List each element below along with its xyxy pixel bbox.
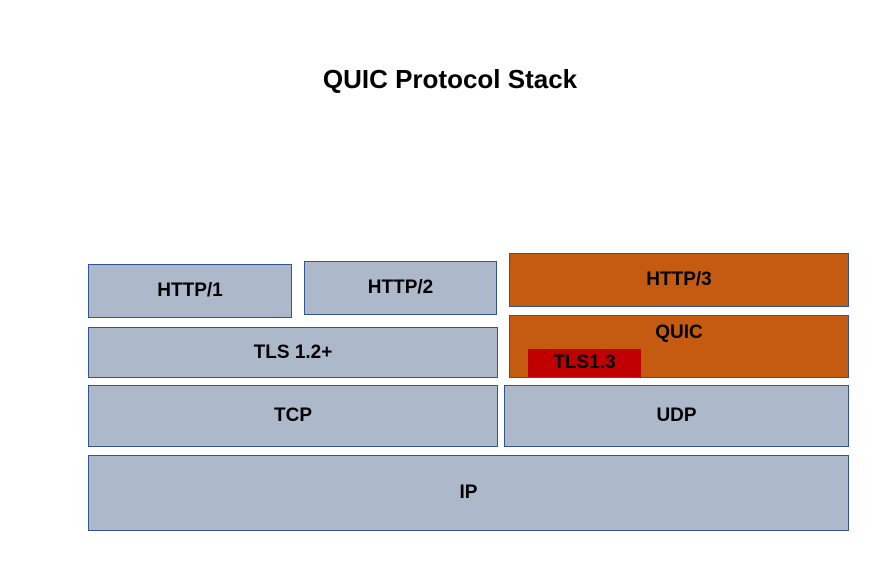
quic-label: QUIC (655, 322, 703, 343)
udp-layer: UDP (504, 385, 849, 447)
tls12-layer: TLS 1.2+ (88, 327, 498, 378)
http2-layer: HTTP/2 (304, 261, 497, 315)
udp-label: UDP (656, 405, 697, 426)
http2-label: HTTP/2 (367, 277, 434, 298)
http1-label: HTTP/1 (157, 280, 223, 301)
ip-label: IP (459, 482, 478, 503)
diagram-title: QUIC Protocol Stack (322, 64, 578, 94)
tls13-layer: TLS1.3 (528, 349, 641, 377)
http1-layer: HTTP/1 (88, 264, 292, 318)
http3-layer: HTTP/3 (509, 253, 849, 307)
tcp-label: TCP (274, 405, 312, 426)
tls13-label: TLS1.3 (553, 352, 616, 373)
tls12-label: TLS 1.2+ (253, 341, 333, 363)
ip-layer: IP (88, 455, 849, 531)
tcp-layer: TCP (88, 385, 498, 447)
http3-label: HTTP/3 (646, 269, 712, 290)
